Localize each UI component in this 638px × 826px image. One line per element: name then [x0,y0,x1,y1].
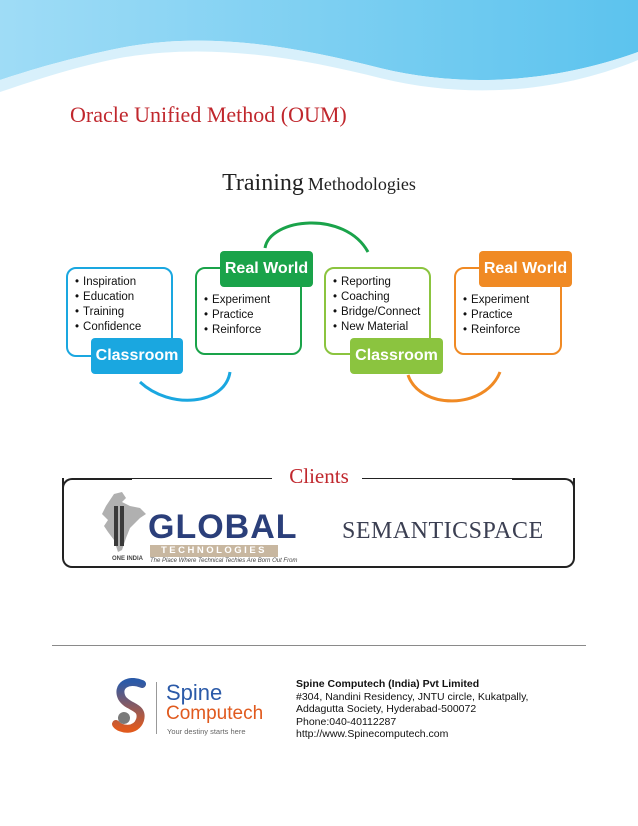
list-item: Practice [204,308,300,323]
training-heading-big: Training [222,170,304,196]
list-item: Practice [463,308,560,323]
realworld-tag-2: Real World [479,251,572,287]
spine-computech-logo-icon [112,678,146,733]
website-link[interactable]: http://www.Spinecomputech.com [296,728,449,740]
training-methodologies-heading: Training Methodologies [0,170,638,197]
clients-rule-right [362,478,512,479]
methodology-list: Inspiration Education Training Confidenc… [75,275,171,335]
logo-computech-text: Computech [166,703,264,724]
list-item: Experiment [204,293,300,308]
methodology-box-classroom-1: Inspiration Education Training Confidenc… [66,267,173,357]
methodology-list: Reporting Coaching Bridge/Connect New Ma… [333,275,429,335]
logo-tagline: Your destiny starts here [167,727,246,736]
clients-frame-corner-right [512,478,575,492]
footer-divider [52,645,586,646]
list-item: New Material [333,320,429,335]
list-item: Education [75,290,171,305]
list-item: Inspiration [75,275,171,290]
global-logo-text: GLOBAL [148,508,298,546]
logo-separator [156,682,157,734]
methodology-connector-arcs [138,221,502,403]
training-heading-small: Methodologies [307,174,416,194]
clients-heading: Clients [289,464,349,488]
company-name: Spine Computech (India) Pvt Limited [296,678,480,690]
global-tagline-text: The Place Where Technical Techies Are Bo… [150,558,298,564]
methodology-list: Experiment Practice Reinforce [463,293,560,338]
list-item: Reporting [333,275,429,290]
address-line-2: Addagutta Society, Hyderabad-500072 [296,703,477,715]
list-item: Reinforce [204,323,300,338]
india-map-logo-icon [102,492,146,552]
methodology-list: Experiment Practice Reinforce [204,293,300,338]
list-item: Training [75,305,171,320]
global-technologies-text: TECHNOLOGIES [150,545,278,557]
clients-frame [62,478,575,568]
clients-frame-corner-left [62,478,132,492]
footer-address-block: Spine Computech (India) Pvt Limited #304… [296,678,528,741]
list-item: Reinforce [463,323,560,338]
logo-spine-text: Spine [166,680,223,705]
list-item: Coaching [333,290,429,305]
classroom-tag-1: Classroom [91,338,183,374]
realworld-tag-1: Real World [220,251,313,287]
semanticspace-logo-text: SEMANTICSPACE [342,518,544,544]
list-item: Bridge/Connect [333,305,429,320]
clients-rule-left [132,478,272,479]
list-item: Confidence [75,320,171,335]
phone-number: Phone:040-40112287 [296,715,397,728]
list-item: Experiment [463,293,560,308]
classroom-tag-2: Classroom [350,338,443,374]
global-one-india-text: ONE INDIA [112,556,144,562]
address-line-1: #304, Nandini Residency, JNTU circle, Ku… [296,690,529,703]
page-title: Oracle Unified Method (OUM) [70,102,347,127]
header-wave-decoration [0,0,638,92]
